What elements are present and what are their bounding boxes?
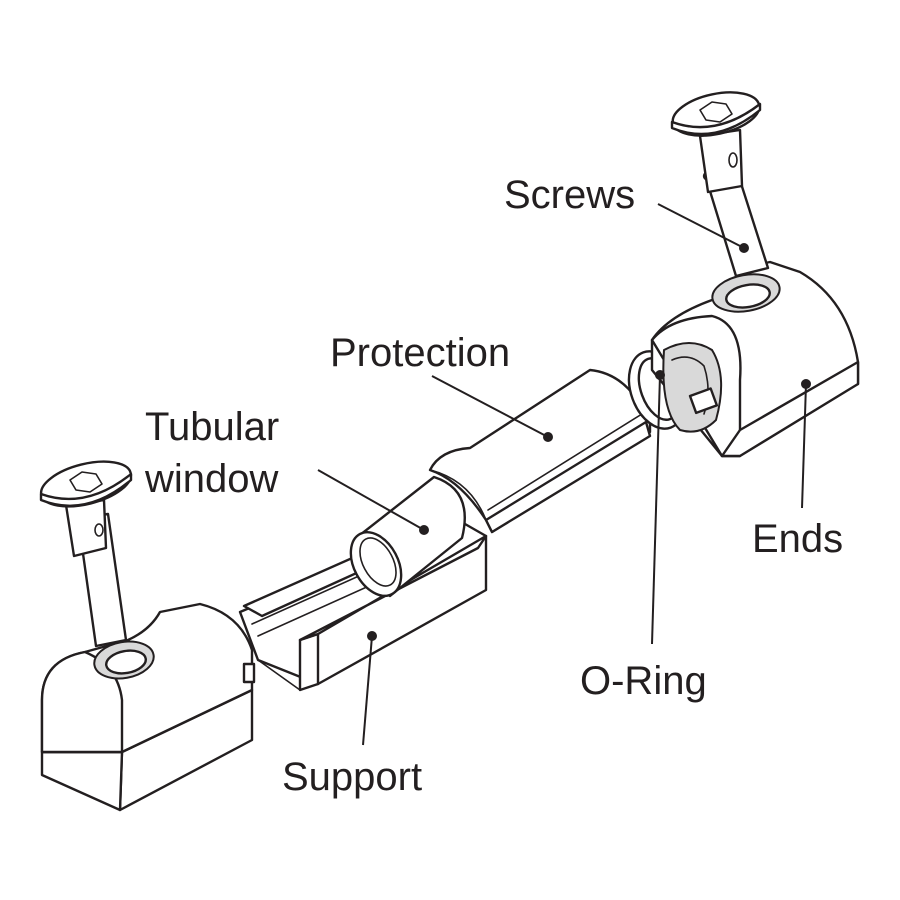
tubular-window-leader: [317, 469, 425, 531]
ends-leader: [801, 383, 807, 509]
label-screws: Screws: [504, 173, 635, 217]
label-tubular-line1: Tubular: [145, 405, 279, 449]
screws-leader: [657, 203, 745, 249]
callout-labels: Screws Protection Tubular window Ends O-…: [144, 173, 843, 799]
o-ring-leader-dot: [655, 370, 665, 380]
protection-leader-dot: [543, 432, 553, 442]
support-leader-dot: [367, 631, 377, 641]
o-ring-leader: [651, 374, 661, 645]
label-ends: Ends: [752, 517, 843, 561]
screws-leader-dot: [739, 243, 749, 253]
tubular-window-tube: [349, 475, 466, 598]
right-end-cap: [650, 260, 860, 458]
label-protection: Protection: [330, 331, 510, 375]
label-support: Support: [282, 755, 422, 799]
left-end-cap: [40, 602, 256, 812]
support-leader: [362, 635, 373, 746]
right-screw: [670, 91, 770, 278]
protection-leader: [431, 375, 549, 438]
ends-leader-dot: [801, 379, 811, 389]
tubular-window-leader-dot: [419, 525, 429, 535]
left-screw: [39, 460, 133, 648]
leader-lines: [317, 203, 811, 746]
label-tubular-line2: window: [144, 457, 279, 501]
label-o-ring: O-Ring: [580, 659, 707, 703]
